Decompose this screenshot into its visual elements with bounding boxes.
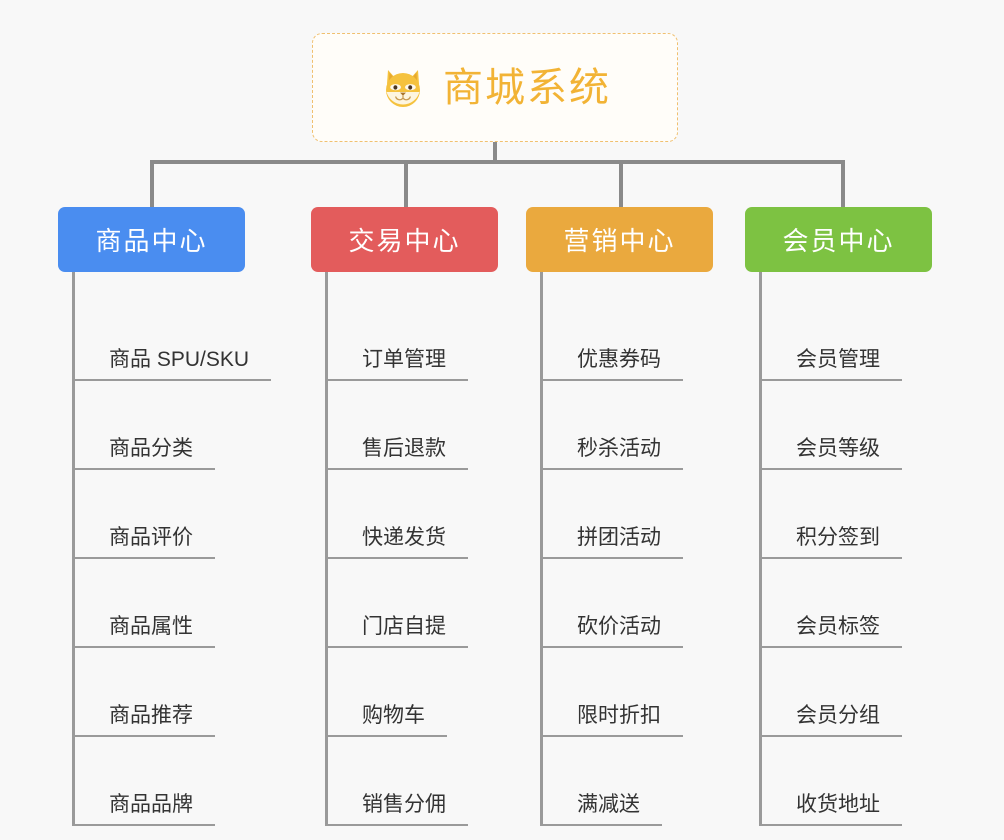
leaf-label: 售后退款: [328, 437, 468, 470]
list-item[interactable]: 商品评价: [75, 470, 271, 559]
branch-drop-connector-3: [619, 160, 623, 209]
leaf-label: 商品分类: [75, 437, 215, 470]
leaf-label: 秒杀活动: [543, 437, 683, 470]
category-header-3[interactable]: 营销中心: [526, 207, 713, 272]
list-item[interactable]: 会员标签: [762, 559, 932, 648]
list-item[interactable]: 订单管理: [328, 292, 498, 381]
root-stem-connector: [493, 142, 497, 164]
list-item[interactable]: 商品分类: [75, 381, 271, 470]
leaf-label: 商品 SPU/SKU: [75, 348, 272, 381]
leaf-label: 商品推荐: [75, 704, 215, 737]
category-header-2[interactable]: 交易中心: [311, 207, 498, 272]
category-header-1[interactable]: 商品中心: [58, 207, 245, 272]
leaf-label: 商品属性: [75, 615, 215, 648]
branch-column-2: 交易中心 订单管理 售后退款 快递发货 门店自提 购物车 销售分佣: [311, 207, 498, 826]
branch-drop-connector-4: [841, 160, 845, 209]
list-item[interactable]: 积分签到: [762, 470, 932, 559]
list-item[interactable]: 购物车: [328, 648, 498, 737]
leaf-label: 快递发货: [328, 526, 468, 559]
leaf-label: 会员等级: [762, 437, 902, 470]
list-item[interactable]: 会员等级: [762, 381, 932, 470]
list-item[interactable]: 商品品牌: [75, 737, 271, 826]
list-item[interactable]: 收货地址: [762, 737, 932, 826]
leaf-label: 购物车: [328, 704, 447, 737]
category-title-4: 会员中心: [782, 226, 895, 256]
leaf-label: 砍价活动: [543, 615, 683, 648]
leaf-label: 限时折扣: [543, 704, 683, 737]
leaf-label: 订单管理: [328, 348, 468, 381]
leaf-label: 商品评价: [75, 526, 215, 559]
branch-column-4: 会员中心 会员管理 会员等级 积分签到 会员标签 会员分组 收货地址: [745, 207, 932, 826]
leaf-label: 销售分佣: [328, 793, 468, 826]
leaf-label: 积分签到: [762, 526, 902, 559]
branch-column-3: 营销中心 优惠券码 秒杀活动 拼团活动 砍价活动 限时折扣 满减送: [526, 207, 713, 826]
leaf-label: 满减送: [543, 793, 662, 826]
leaf-list-1: 商品 SPU/SKU 商品分类 商品评价 商品属性 商品推荐 商品品牌: [72, 272, 272, 826]
leaf-list-3: 优惠券码 秒杀活动 拼团活动 砍价活动 限时折扣 满减送: [540, 272, 713, 826]
list-item[interactable]: 商品推荐: [75, 648, 271, 737]
branch-drop-connector-1: [150, 160, 154, 209]
leaf-label: 商品品牌: [75, 793, 215, 826]
branch-column-1: 商品中心 商品 SPU/SKU 商品分类 商品评价 商品属性 商品推荐 商品品牌: [58, 207, 272, 826]
leaf-label: 拼团活动: [543, 526, 683, 559]
category-title-2: 交易中心: [348, 226, 461, 256]
branch-drop-connector-2: [404, 160, 408, 209]
leaf-label: 收货地址: [762, 793, 902, 826]
category-header-4[interactable]: 会员中心: [745, 207, 932, 272]
list-item[interactable]: 砍价活动: [543, 559, 713, 648]
list-item[interactable]: 会员管理: [762, 292, 932, 381]
leaf-label: 会员分组: [762, 704, 902, 737]
list-item[interactable]: 快递发货: [328, 470, 498, 559]
shiba-dog-face-icon: [379, 64, 427, 112]
category-title-3: 营销中心: [563, 226, 676, 256]
list-item[interactable]: 拼团活动: [543, 470, 713, 559]
list-item[interactable]: 门店自提: [328, 559, 498, 648]
list-item[interactable]: 优惠券码: [543, 292, 713, 381]
list-item[interactable]: 满减送: [543, 737, 713, 826]
list-item[interactable]: 秒杀活动: [543, 381, 713, 470]
list-item[interactable]: 商品属性: [75, 559, 271, 648]
horizontal-bus-connector: [150, 160, 845, 164]
list-item[interactable]: 限时折扣: [543, 648, 713, 737]
leaf-list-4: 会员管理 会员等级 积分签到 会员标签 会员分组 收货地址: [759, 272, 932, 826]
leaf-label: 门店自提: [328, 615, 468, 648]
list-item[interactable]: 销售分佣: [328, 737, 498, 826]
leaf-label: 优惠券码: [543, 348, 683, 381]
list-item[interactable]: 商品 SPU/SKU: [75, 292, 272, 381]
category-title-1: 商品中心: [95, 226, 208, 256]
leaf-list-2: 订单管理 售后退款 快递发货 门店自提 购物车 销售分佣: [325, 272, 498, 826]
list-item[interactable]: 会员分组: [762, 648, 932, 737]
root-title: 商城系统: [443, 65, 611, 110]
list-item[interactable]: 售后退款: [328, 381, 498, 470]
leaf-label: 会员管理: [762, 348, 902, 381]
leaf-label: 会员标签: [762, 615, 902, 648]
root-node[interactable]: 商城系统: [312, 33, 678, 142]
